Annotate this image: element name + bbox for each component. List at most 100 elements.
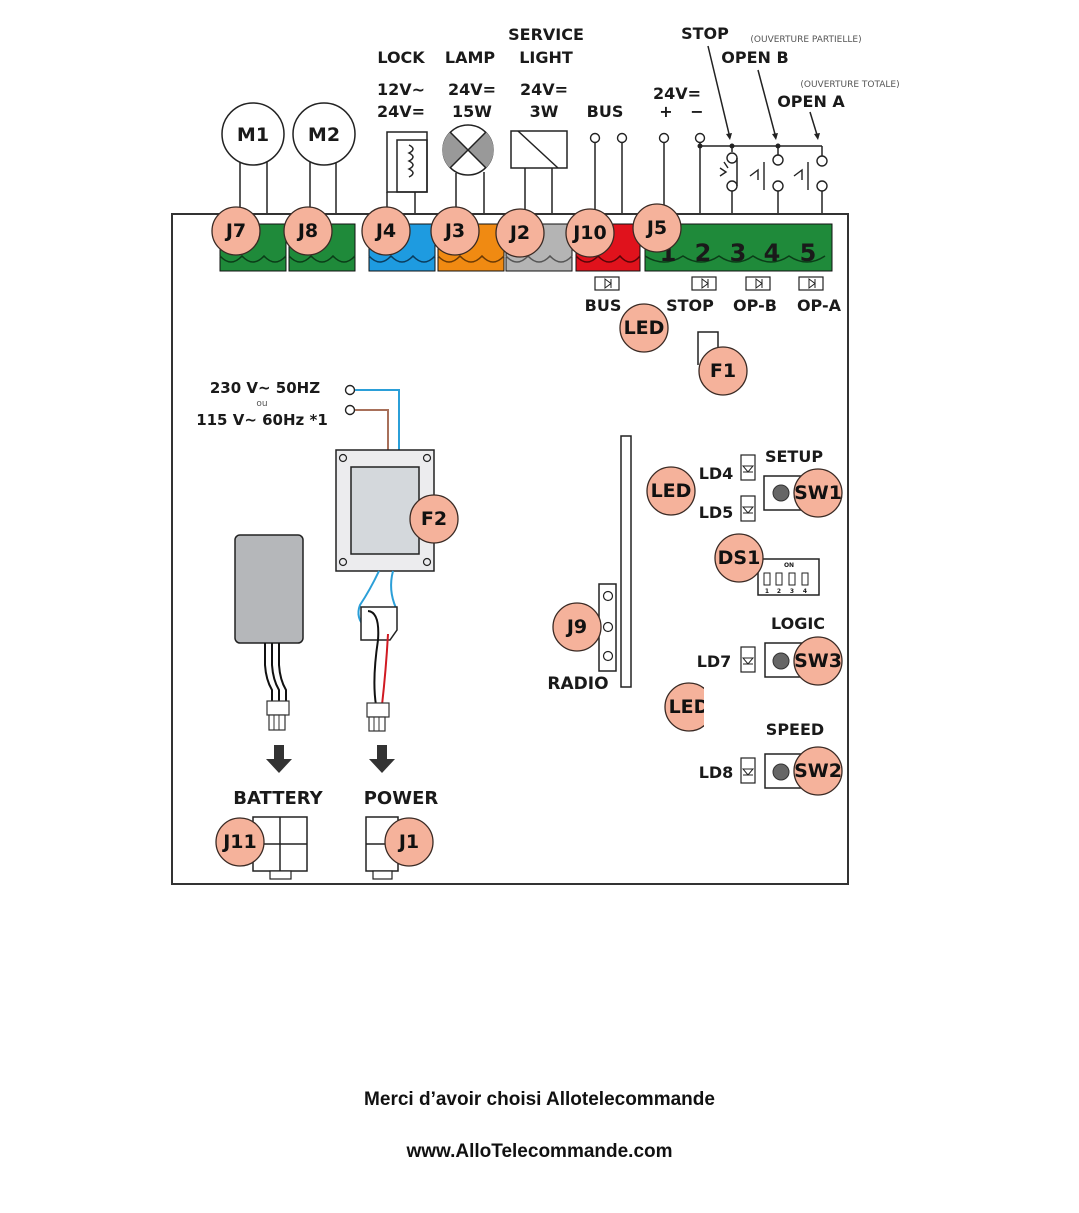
badge-f1: F1 [698, 346, 748, 396]
open-a-label: OPEN A [777, 92, 845, 111]
badge-j1-label: J1 [397, 831, 419, 853]
badge-sw2: SW2 [793, 746, 843, 796]
badge-j5: J5 [632, 203, 682, 253]
dip-pos-1: 1 [765, 588, 769, 595]
lock-voltage-dc: 24V= [377, 102, 425, 121]
ld4-label: LD4 [699, 464, 734, 483]
badge-j11-label: J11 [221, 831, 257, 853]
badge-j3-label: J3 [443, 220, 465, 242]
led-indicator-icon [594, 276, 620, 291]
badge-j10: J10 [565, 208, 615, 258]
led-label-bus: BUS [585, 296, 622, 315]
stop-label: STOP [681, 24, 729, 43]
badge-led-label: LED [624, 317, 665, 339]
lamp-power: 15W [452, 102, 492, 121]
bus-terminals [589, 132, 628, 214]
ld8-label: LD8 [699, 763, 734, 782]
lamp-icon [442, 124, 494, 214]
badge-f2-label: F2 [421, 508, 447, 530]
badge-sw1: SW1 [793, 468, 843, 518]
fuse-f1-icon [697, 331, 719, 365]
power-cable [360, 606, 398, 732]
lamp-voltage: 24V= [448, 80, 496, 99]
badge-j2-label: J2 [508, 222, 530, 244]
badge-sw3-label: SW3 [794, 650, 842, 672]
led-indicator-icon [691, 276, 717, 291]
led-label-op-b: OP-B [733, 296, 777, 315]
lock-coil-icon [386, 131, 428, 214]
badge-ds1: DS1 [714, 533, 764, 583]
ld7-label: LD7 [697, 652, 732, 671]
supply-plus: + [659, 102, 672, 121]
battery-label: BATTERY [233, 788, 323, 809]
badge-j3: J3 [430, 206, 480, 256]
lock-voltage-ac: 12V~ [377, 80, 425, 99]
supply-minus: − [690, 102, 703, 121]
badge-j2: J2 [495, 208, 545, 258]
footer-thanks: Merci d’avoir choisi Allotelecommande [364, 1089, 715, 1110]
open-b-label: OPEN B [721, 48, 788, 67]
logic-label: LOGIC [771, 614, 825, 633]
service-light-power: 3W [530, 102, 559, 121]
badge-j9-label: J9 [565, 616, 587, 638]
j5-pin-3: 3 [730, 239, 747, 267]
setup-section: SETUP LD4 LD5 [699, 447, 824, 522]
badge-j7-label: J7 [224, 220, 246, 242]
motor-icon [292, 102, 356, 166]
badge-led-middle: LED [646, 466, 696, 516]
badge-led-label: LED [651, 480, 692, 502]
arrow-icon [814, 133, 820, 140]
dip-switch[interactable]: ON 1 2 3 4 [757, 558, 820, 596]
badge-j8-label: J8 [296, 220, 318, 242]
led-indicator-icon [740, 495, 756, 522]
motor-icon [221, 102, 285, 166]
supply-24v-label: 24V= [653, 84, 701, 103]
service-light-title-2: LIGHT [519, 48, 573, 67]
mains-or: ou [256, 399, 267, 409]
radio-connector: RADIO [547, 435, 632, 694]
footer-url[interactable]: www.AlloTelecommande.com [406, 1141, 673, 1162]
service-light-icon [510, 130, 568, 214]
badge-j9: J9 [552, 602, 602, 652]
led-indicator-icon [740, 757, 756, 784]
speed-label: SPEED [766, 720, 824, 739]
led-indicator-icon [745, 276, 771, 291]
badge-led-top: LED [619, 303, 669, 353]
arrow-icon [726, 133, 732, 140]
badge-j1: J1 [384, 817, 434, 867]
mains-line-1: 230 V~ 50HZ [210, 379, 320, 397]
badge-f2: F2 [409, 494, 459, 544]
battery-icon [234, 534, 304, 731]
badge-led-bottom: LED [664, 682, 710, 732]
arrow-down-icon [369, 745, 395, 773]
badge-j11: J11 [215, 817, 265, 867]
lock-title: LOCK [377, 48, 425, 67]
badge-led-label: LED [669, 696, 710, 718]
setup-label: SETUP [765, 447, 823, 466]
power-label: POWER [364, 788, 439, 809]
dip-on-label: ON [784, 562, 794, 569]
ld5-label: LD5 [699, 503, 734, 522]
badge-j5-label: J5 [645, 217, 667, 239]
arrow-down-icon [266, 745, 292, 773]
badge-ds1-label: DS1 [718, 547, 761, 569]
radio-label: RADIO [547, 674, 608, 694]
led-indicator-icon [740, 454, 756, 481]
dip-pos-4: 4 [803, 588, 807, 595]
badge-sw2-label: SW2 [794, 760, 842, 782]
badge-j4: J4 [361, 206, 411, 256]
motor-m2: M2 [292, 102, 356, 214]
device-labels: LOCK 12V~ 24V= LAMP 24V= 15W SERVICE LIG… [377, 24, 900, 121]
transformer-icon [335, 449, 435, 629]
mains-line-2: 115 V~ 60Hz *1 [196, 411, 328, 429]
inputs-wiring [658, 45, 828, 214]
service-light-voltage: 24V= [520, 80, 568, 99]
arrow-icon [772, 133, 778, 140]
setup-button[interactable] [763, 475, 803, 511]
lamp-title: LAMP [445, 48, 496, 67]
badge-j7: J7 [211, 206, 261, 256]
motor-m1-label: M1 [237, 124, 269, 146]
j5-pin-4: 4 [764, 239, 781, 267]
open-a-note: (OUVERTURE TOTALE) [800, 80, 899, 90]
input-leds: BUS STOP OP-B OP-A [585, 276, 842, 315]
